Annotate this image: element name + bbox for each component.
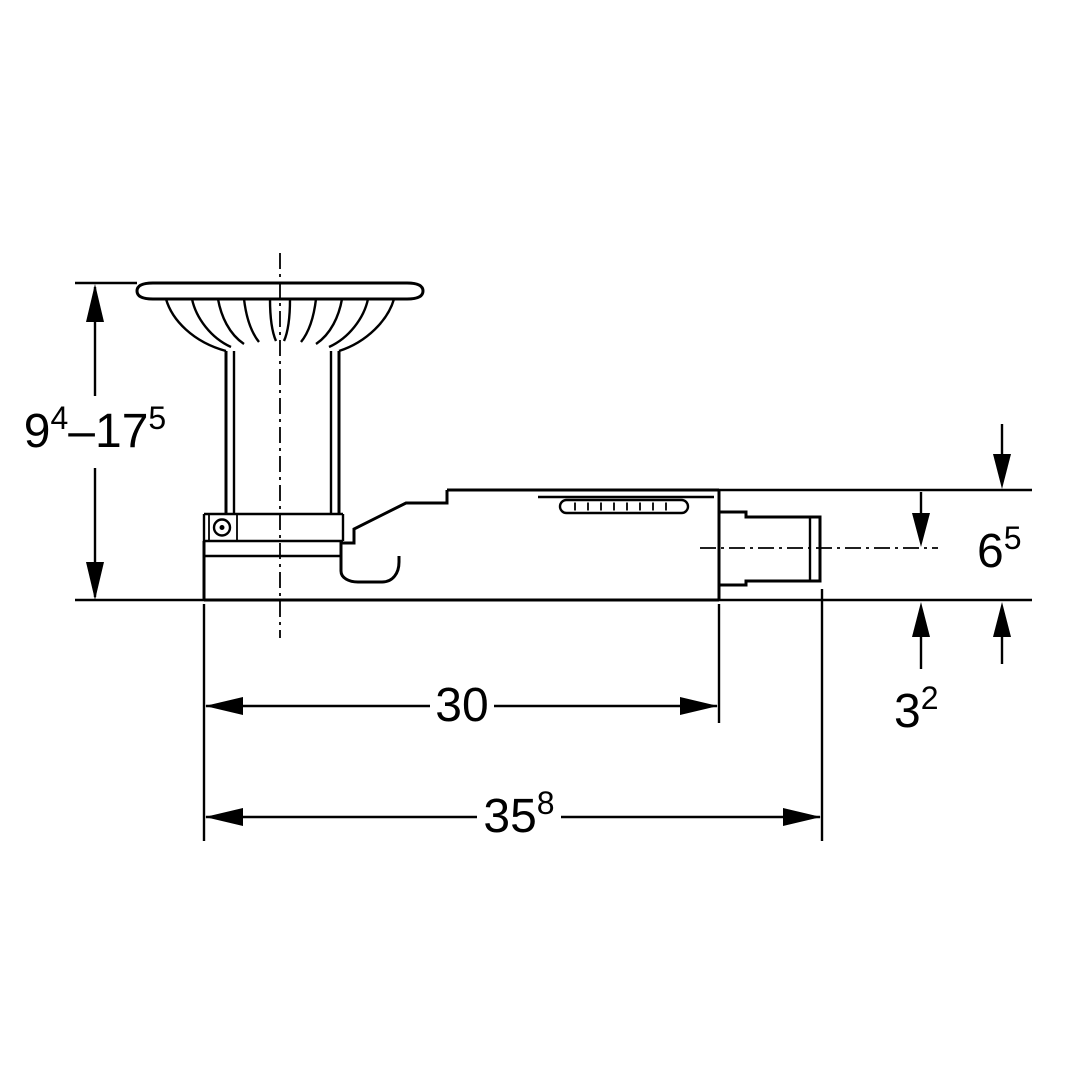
bowl-rib (242, 298, 260, 343)
arrowhead-up-icon (912, 602, 930, 637)
clamp-screw-center (219, 525, 225, 530)
dimension-label-body-length: 30 (435, 679, 488, 732)
outlet-pipe (700, 510, 938, 587)
strainer-bowl (164, 298, 396, 353)
grate-flange (135, 281, 425, 301)
bowl-outer-right (338, 298, 396, 353)
dimension-label-total-length: 358 (483, 785, 554, 843)
dimension-label-bottom-offset: 32 (894, 680, 939, 738)
arrowhead-right-icon (783, 808, 821, 826)
dimension-total-length: 358 (205, 589, 824, 843)
bowl-rib (300, 298, 318, 343)
arrowhead-up-icon (86, 284, 104, 322)
clamp-screw-icon (212, 518, 232, 537)
dimension-label-outlet-height: 65 (977, 520, 1022, 578)
dimension-label-height-range: 94–175 (24, 400, 166, 458)
bowl-rib (282, 298, 292, 342)
service-opening-outline (558, 498, 690, 515)
bowl-rib (328, 298, 370, 349)
arrowhead-down-icon (912, 513, 930, 547)
bowl-rib (315, 298, 344, 345)
dimension-outlet-height: 65 (719, 424, 1032, 578)
arrowhead-up-icon (993, 602, 1011, 637)
bowl-rib (268, 298, 278, 342)
service-opening-hatch (574, 502, 667, 511)
dimension-bottom-offset: 32 (719, 598, 1032, 738)
bowl-outer-left (164, 298, 227, 353)
pipe-clamp-collar (202, 512, 345, 543)
flange-outline (135, 281, 425, 301)
arrowhead-down-icon (86, 562, 104, 600)
bowl-rib (216, 298, 245, 345)
arrowhead-right-icon (680, 697, 718, 715)
arrowhead-down-icon (993, 454, 1011, 489)
drain-trap-body (202, 488, 721, 602)
riser-pipe (224, 351, 341, 514)
dimension-body-length: 30 (202, 604, 721, 841)
service-opening (558, 498, 690, 515)
outlet-outline (719, 510, 822, 587)
arrowhead-left-icon (205, 808, 243, 826)
bowl-rib (190, 298, 232, 349)
dimension-height-range: 94–175 (24, 281, 204, 602)
body-shoulder-profile (339, 490, 449, 584)
arrowhead-left-icon (205, 697, 243, 715)
